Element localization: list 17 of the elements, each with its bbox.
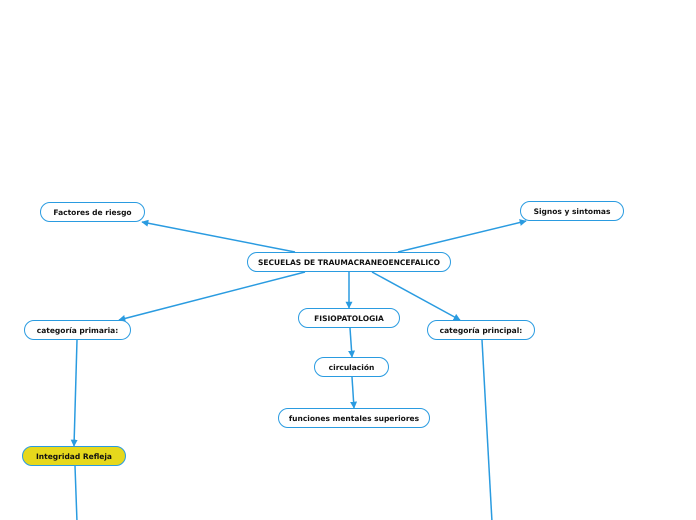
arrow <box>141 220 296 253</box>
topic-box <box>24 320 131 340</box>
topic-box <box>40 202 145 222</box>
topic-box <box>247 252 451 272</box>
topic-box <box>278 408 430 428</box>
topic-box <box>314 357 389 377</box>
arrow <box>70 340 78 447</box>
arrow <box>118 271 306 322</box>
topic-box <box>520 201 624 221</box>
arrow <box>348 328 356 358</box>
arrow <box>346 272 352 309</box>
arrow <box>398 219 527 253</box>
topic-box <box>298 308 400 328</box>
topic-box <box>22 446 126 466</box>
arrow <box>350 376 358 409</box>
topic-box <box>427 320 535 340</box>
arrow <box>372 271 461 321</box>
